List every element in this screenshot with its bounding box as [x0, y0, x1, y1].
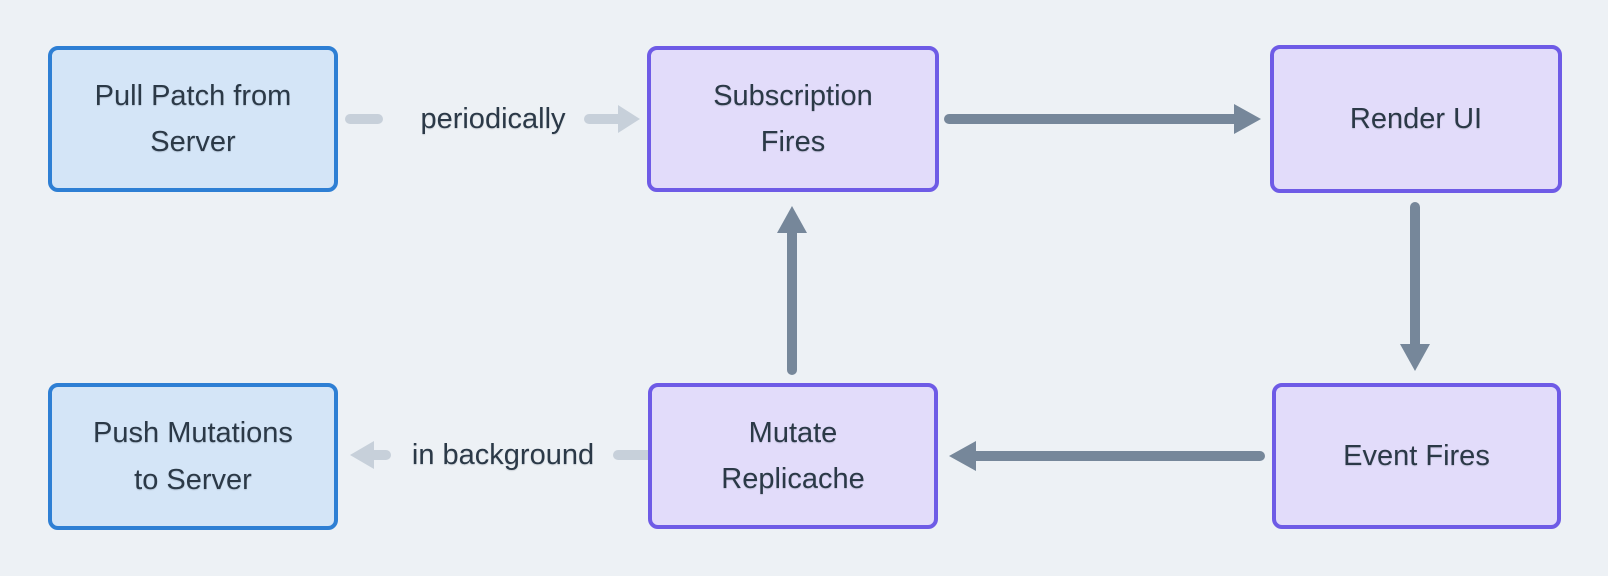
arrow-mutate-to-subscription	[777, 206, 807, 375]
node-label: Render UI	[1349, 102, 1483, 135]
arrow-render-to-event	[1400, 202, 1430, 371]
node-render-ui: Render UI	[1270, 45, 1562, 193]
node-event-fires: Event Fires	[1272, 383, 1561, 529]
node-pull-patch-from-server: Pull Patch from Server	[48, 46, 338, 192]
node-label: Event Fires	[1343, 439, 1490, 472]
node-label: Pull Patch from Server	[94, 79, 292, 158]
node-push-mutations-to-server: Push Mutations to Server	[48, 383, 338, 530]
node-subscription-fires: Subscription Fires	[647, 46, 939, 192]
edge-label-in-background: in background	[411, 439, 595, 471]
arrow-event-to-mutate	[949, 441, 1265, 471]
node-label: Mutate Replicache	[721, 416, 865, 495]
node-label: Push Mutations to Server	[93, 417, 293, 496]
arrow-subscription-to-render	[944, 104, 1261, 134]
node-mutate-replicache: Mutate Replicache	[648, 383, 938, 529]
node-label: Subscription Fires	[713, 79, 873, 158]
edge-label-periodically: periodically	[420, 103, 566, 135]
